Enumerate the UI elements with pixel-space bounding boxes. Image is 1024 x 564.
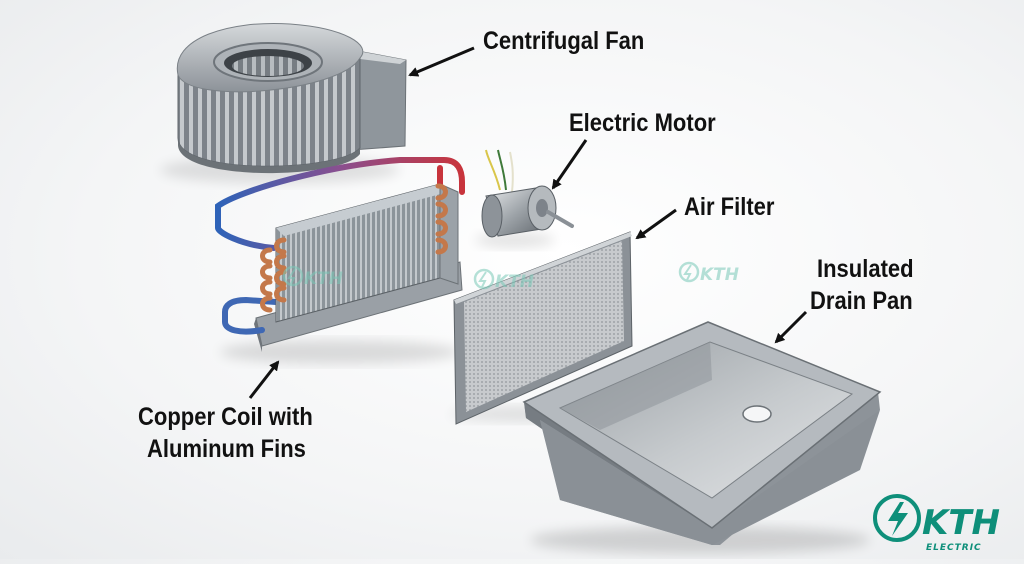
- watermark-text-2: KTH: [495, 272, 534, 292]
- arrow-air-filter: [635, 208, 677, 240]
- label-copper-coil-line1: Copper Coil with: [138, 403, 313, 431]
- watermark-text-1: KTH: [304, 269, 343, 289]
- logo-subtext: ELECTRIC: [926, 543, 982, 553]
- label-copper-coil-line2: Aluminum Fins: [147, 435, 306, 463]
- watermark-1: KTH: [282, 265, 343, 289]
- label-drain-pan-line1: Insulated: [817, 255, 914, 283]
- watermark-text-3: KTH: [700, 265, 739, 285]
- label-air-filter: Air Filter: [684, 193, 775, 221]
- copper-coil-illustration: [215, 157, 465, 364]
- arrow-copper-coil: [248, 360, 280, 399]
- logo-text: KTH: [922, 503, 1000, 543]
- centrifugal-fan-illustration: [160, 22, 407, 184]
- watermark-3: KTH: [678, 261, 739, 285]
- watermark-2: KTH: [473, 268, 534, 292]
- drain-pan-illustration: [522, 321, 882, 554]
- label-electric-motor: Electric Motor: [569, 109, 716, 137]
- label-drain-pan-line2: Drain Pan: [810, 287, 913, 315]
- kth-electric-logo: KTH ELECTRIC: [873, 494, 1000, 553]
- electric-motor-illustration: [475, 149, 574, 248]
- arrow-centrifugal-fan: [408, 46, 475, 77]
- label-centrifugal-fan: Centrifugal Fan: [483, 27, 645, 55]
- arrow-electric-motor: [551, 139, 588, 190]
- arrow-drain-pan: [774, 310, 808, 344]
